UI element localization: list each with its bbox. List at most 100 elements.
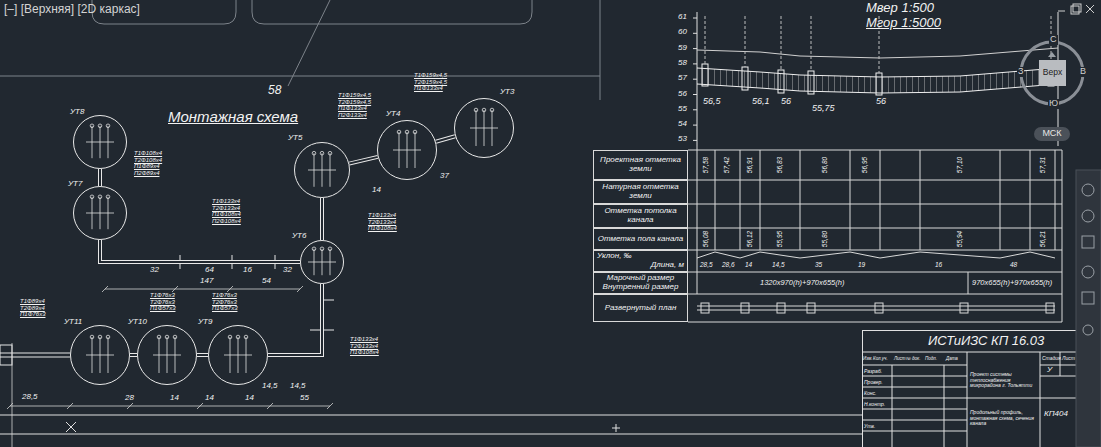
chamber-wall	[209, 326, 268, 385]
chamber-wall	[455, 99, 514, 158]
row-title: Длина, м	[597, 261, 684, 270]
profile-table-part	[800, 150, 801, 250]
dimension-lines-part	[267, 403, 273, 409]
pipe-callout: Т1Ф159х4,5 Т2Ф159х4,5 П1Ф133х4	[414, 72, 458, 92]
chamber-label: УТ3	[500, 88, 514, 97]
title-block-part	[862, 352, 1076, 353]
elevation-value: 55,80	[821, 231, 828, 247]
drawing-text: 37	[440, 172, 449, 181]
elevation-value: 56,80	[821, 157, 828, 173]
pipe-callout: Т1Ф133х4 Т2Ф133х4 П1Ф108х4 П2Ф108х4	[212, 198, 254, 224]
drawing-text: 147	[200, 277, 213, 286]
drawing-text: Изм.	[863, 357, 873, 362]
elevation-value: 57,31	[1039, 157, 1046, 173]
pipe-run-inner	[349, 157, 378, 164]
chamber-fitting	[393, 130, 421, 168]
chamber-outline	[208, 325, 268, 385]
drawing-text: Монтажная схема	[168, 109, 298, 126]
pipe-run	[130, 353, 137, 357]
drawing-text: 14	[170, 394, 179, 403]
profile-axis-part	[693, 140, 697, 141]
elevation-value: 56,21	[1039, 231, 1046, 247]
drawing-text: 53	[678, 135, 687, 144]
side-toolbar-part	[1082, 292, 1094, 304]
valve-symbol	[397, 130, 401, 134]
dimension-lines-part	[297, 286, 303, 292]
drawing-text: 59	[678, 44, 687, 53]
side-toolbar	[1076, 170, 1101, 447]
pipe-run	[197, 353, 208, 357]
dimension-lines-part	[102, 286, 108, 292]
viewcube-part	[1048, 52, 1056, 57]
profile-table-part	[875, 303, 883, 313]
valve-symbol	[173, 335, 177, 339]
elevation-value: 56,08	[702, 231, 709, 247]
profile-table-part	[688, 294, 1062, 295]
pipe-run	[98, 169, 102, 186]
table-header-cell: Уклон, ‰Длина, м	[593, 250, 688, 272]
chamber-label: УТ9	[198, 318, 212, 327]
pipe-callout: Т1Ф76х3 Т2Ф76х3 П1Ф57х3	[150, 292, 192, 312]
chamber-circle: УТ7	[73, 186, 127, 240]
site-lines-part	[0, 76, 600, 77]
title-block-part	[967, 352, 968, 447]
elevation-value: 57,58	[702, 157, 709, 173]
valve-symbol	[98, 124, 102, 128]
dimension-lines-part	[67, 403, 73, 409]
profile-lines-part-part	[811, 16, 812, 71]
pipe-run-inner	[100, 240, 300, 262]
chamber-label: УТ11	[64, 318, 82, 327]
drawing-text: 970х655(h)+970х655(h)	[972, 279, 1052, 287]
pipe-run-group	[100, 240, 300, 262]
frame-lines-part	[616, 424, 617, 432]
profile-table-part	[1046, 303, 1054, 313]
title-block-part	[1040, 376, 1076, 377]
valve-symbol	[320, 247, 324, 251]
chamber-fitting	[86, 124, 114, 158]
chamber-fitting	[308, 151, 336, 186]
dimension-lines-part	[327, 403, 333, 409]
drawing-text: 14	[372, 186, 381, 195]
valve-symbol	[165, 335, 169, 339]
profile-table-part	[688, 322, 1062, 323]
valve-symbol	[98, 195, 102, 199]
profile-table-part	[688, 180, 1062, 181]
valve-symbol	[405, 130, 409, 134]
valve-symbol	[320, 151, 324, 155]
profile-table-part	[697, 306, 1055, 307]
title-note: Продольный профиль, монтажная схема, сеч…	[970, 410, 1038, 427]
drawing-text: 58	[678, 59, 687, 68]
profile-table-part	[701, 303, 709, 313]
drawing-text: Н.контр.	[864, 402, 885, 408]
drawing-text: Стадия	[1042, 356, 1061, 362]
chamber-fitting	[308, 247, 336, 275]
profile-table	[688, 146, 1062, 322]
drawing-text: 56,1	[752, 97, 770, 107]
profile-table-part	[697, 310, 1055, 311]
pipe-header	[153, 355, 181, 356]
chamber-outline	[73, 186, 127, 240]
drawing-text: 58	[268, 84, 281, 97]
title-block	[862, 331, 1077, 447]
drawing-text: Разраб.	[864, 369, 882, 375]
site-lines-part	[600, 0, 601, 100]
drawing-text: 14,5	[772, 261, 785, 268]
row-title: Отметка потолка канала	[597, 207, 684, 225]
valve-symbol	[328, 151, 332, 155]
profile-table-part	[688, 204, 1062, 205]
valve-symbol	[106, 124, 110, 128]
side-toolbar-part	[1082, 184, 1094, 196]
title-note: Проект системы теплоснабжения микрорайон…	[970, 372, 1038, 389]
valve-symbol	[90, 335, 94, 339]
drawing-text: 35	[815, 261, 822, 268]
profile-table-part	[807, 303, 815, 313]
pipe-lines-part	[0, 357, 70, 358]
drawing-text: КП404	[1044, 410, 1068, 419]
chamber-outline	[300, 240, 344, 284]
profile-axis-part	[693, 48, 697, 49]
drawing-text: 56,5	[703, 97, 721, 107]
drawing-text: Провер.	[864, 380, 883, 386]
drawing-text: Утв.	[864, 424, 875, 430]
profile-table-part	[760, 150, 761, 250]
